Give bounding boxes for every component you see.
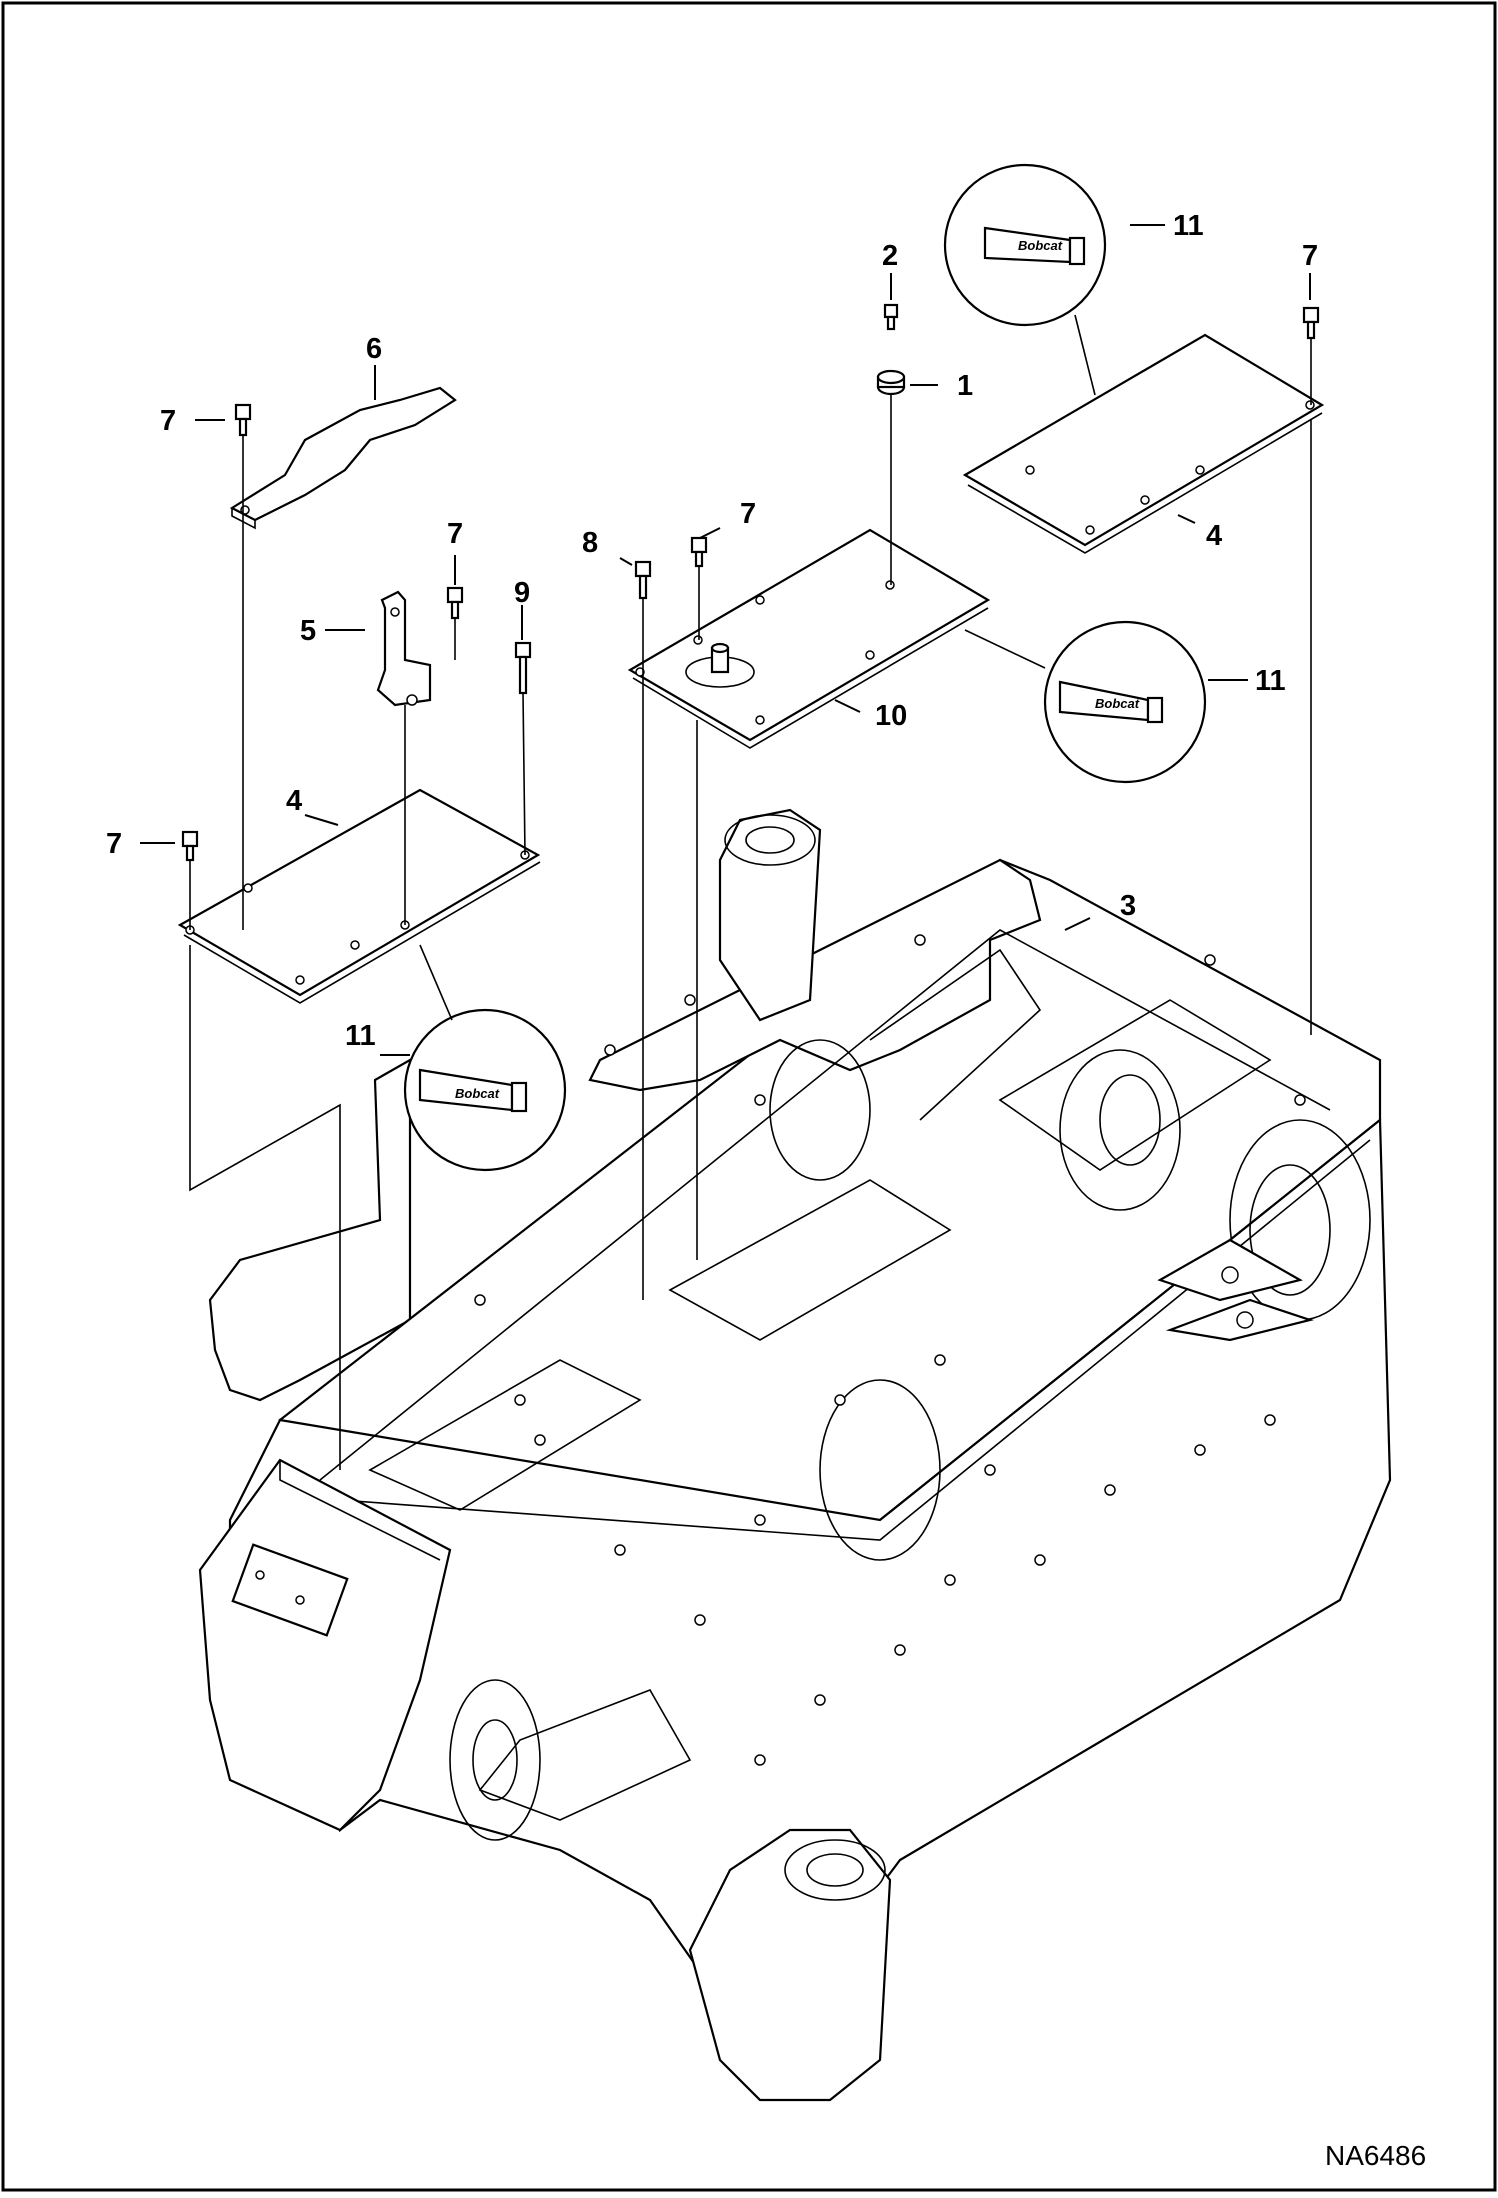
bolt-9 [514,641,532,695]
callout-7-left-plate: 7 [106,828,122,860]
callout-7-small: 7 [447,518,463,550]
callout-7-bracket: 7 [160,405,176,437]
bolt-7-left-lower [181,830,199,862]
washer-1 [876,369,906,396]
grease-tube-label-top: Bobcat [1018,238,1063,253]
callout-11-middle: 11 [1255,665,1286,697]
cover-plate-center [627,528,991,749]
callout-4-right: 4 [1206,520,1222,552]
callout-9: 9 [514,577,530,609]
grease-tube-label-middle: Bobcat [1095,696,1140,711]
bolt-7-center-top [690,536,708,568]
callout-7-center: 7 [740,498,756,530]
callout-leaders [140,224,1311,1056]
grease-tube-bubble-bottom: Bobcat [403,1008,567,1172]
cover-plate-right [962,333,1325,554]
bolt-7-center-small [446,586,464,620]
main-frame-part-3 [198,808,1392,2102]
grease-tube-bubble-middle: Bobcat [1043,620,1207,784]
grease-tube-label-bottom: Bobcat [455,1086,500,1101]
callout-8: 8 [582,527,598,559]
callout-5: 5 [300,615,316,647]
bolt-8 [634,560,652,600]
callout-labels: 6 7 7 9 5 4 7 11 8 7 10 3 2 1 11 7 4 11 [106,210,1318,1052]
callout-7-right: 7 [1302,240,1318,272]
callout-6: 6 [366,333,382,365]
callout-3: 3 [1120,890,1136,922]
grease-fitting-2 [883,303,899,331]
callout-11-top: 11 [1173,210,1204,242]
callout-2: 2 [882,240,898,272]
callout-10: 10 [875,700,907,732]
callout-1: 1 [957,370,973,402]
bracket-part-5 [376,590,432,707]
cover-plate-left [177,788,541,1004]
callout-4-left: 4 [286,785,302,817]
bolt-7-left-upper [234,403,252,437]
callout-11-bottom: 11 [345,1020,376,1052]
frame-bolt-holes [474,934,1306,1766]
grease-tube-bubble-top: Bobcat [943,163,1107,327]
drawing-reference-number: NA6486 [1325,2140,1426,2171]
assembly-lines [189,314,1312,1470]
fasteners [181,303,1320,862]
bolt-7-right [1302,306,1320,340]
bracket-part-6 [229,386,457,530]
